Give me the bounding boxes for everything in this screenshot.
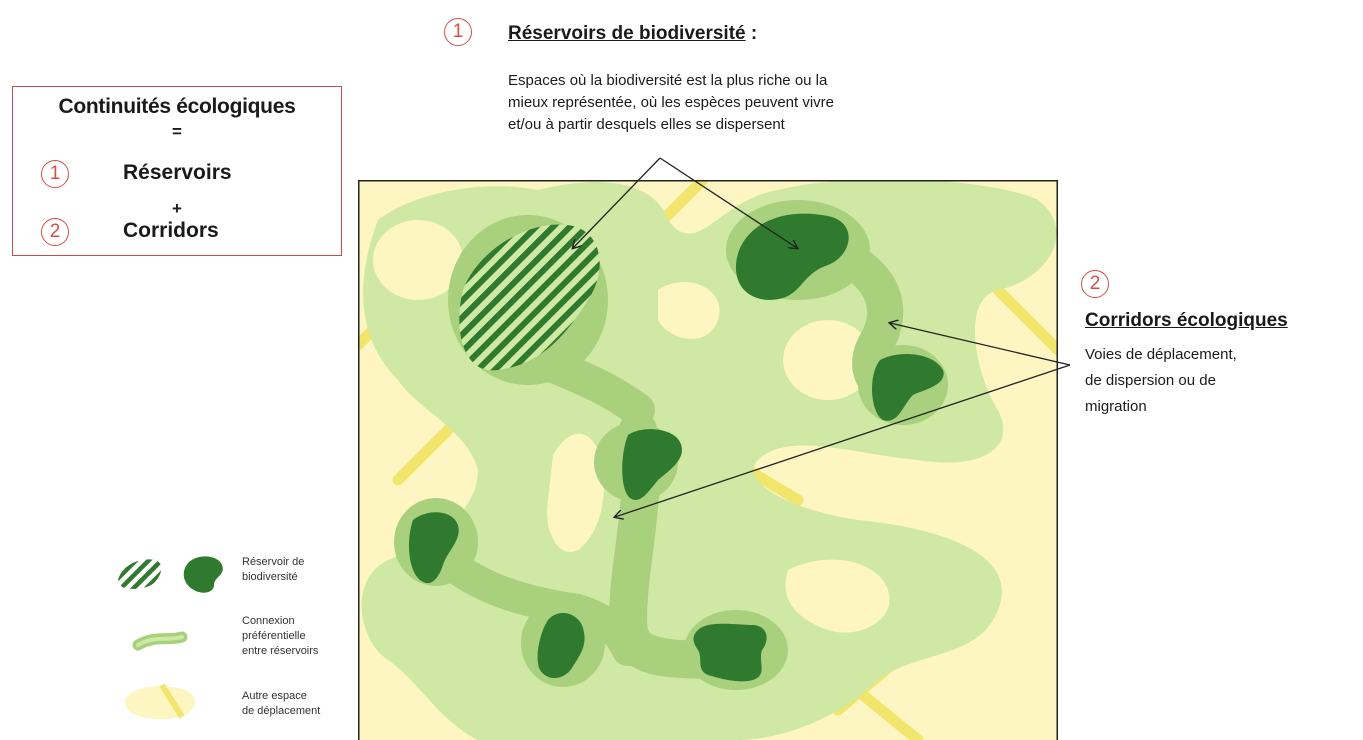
legend-line: Autre espace	[242, 690, 307, 702]
corridors-desc-line: Voies de déplacement,	[1085, 346, 1237, 363]
reservoir-patch	[735, 213, 849, 300]
reservoir-patch	[408, 512, 459, 584]
reservoirs-desc-line: mieux représentée, où les espèces peuven…	[508, 94, 835, 111]
arrow-to-corridor-top	[890, 323, 1071, 366]
summary-reservoirs-label: Réservoirs	[123, 161, 232, 184]
legend-line: entre réservoirs	[242, 645, 319, 657]
reservoir-patch	[622, 429, 682, 500]
reservoirs-desc-line: Espaces où la biodiversité est la plus r…	[508, 72, 828, 89]
arrow-to-corridor-center	[615, 364, 1071, 517]
legend-line: préférentielle	[242, 630, 306, 642]
reservoirs-desc-line: et/ou à partir desquels elles se dispers…	[508, 116, 785, 133]
summary-equals: =	[172, 122, 182, 141]
number-2-badge: 2	[41, 218, 69, 246]
legend-other-space-icon	[124, 686, 195, 720]
summary-plus: +	[172, 199, 182, 218]
summary-row-reservoirs: 1 Réservoirs	[41, 159, 301, 189]
corridors-desc-line: migration	[1085, 398, 1147, 415]
reservoirs-title-suffix: :	[745, 23, 758, 44]
number-1-badge: 1	[41, 160, 69, 188]
corridors-description: Voies de déplacement, de dispersion ou d…	[1085, 342, 1345, 420]
summary-row-corridors: 2 Corridors	[41, 217, 301, 247]
legend-reservoir-icon	[183, 556, 223, 593]
legend-connexion-label: Connexion préférentielle entre réservoir…	[242, 614, 318, 659]
legend-other-space-label: Autre espace de déplacement	[242, 689, 320, 719]
legend-corridor-icon-inner	[136, 635, 184, 647]
legend-other-space-stripe	[159, 683, 185, 719]
legend-reservoir-label: Réservoir de biodiversité	[242, 555, 304, 585]
biodiversity-reservoirs	[408, 213, 944, 682]
map-border	[358, 180, 1058, 740]
reservoir-patch	[693, 623, 767, 682]
reservoir-patch	[537, 613, 585, 679]
reservoirs-title-text: Réservoirs de biodiversité	[508, 23, 746, 44]
arrow-to-hatched-reservoir	[573, 157, 661, 248]
corridors-title: Corridors écologiques	[1085, 310, 1288, 331]
summary-title: Continuités écologiques	[58, 95, 296, 118]
cream-openings	[373, 220, 890, 633]
reservoirs-number-badge: 1	[444, 18, 472, 46]
reservoirs-title: Réservoirs de biodiversité :	[508, 23, 757, 45]
legend-hatched-icon	[118, 559, 162, 589]
hatched-reservoir	[459, 224, 600, 371]
legend-line: Réservoir de	[242, 556, 305, 568]
legend-line: biodiversité	[242, 571, 298, 583]
corridors-number-badge: 2	[1081, 270, 1109, 298]
arrow-to-reservoir-patch	[659, 157, 797, 248]
reservoir-patch	[872, 354, 944, 421]
reservoirs-description: Espaces où la biodiversité est la plus r…	[508, 70, 1008, 136]
legend-line: de déplacement	[242, 705, 321, 717]
legend-icons	[118, 556, 223, 720]
summary-box: Continuités écologiques = 1 Réservoirs +…	[12, 86, 342, 256]
corridors-desc-line: de dispersion ou de	[1085, 372, 1216, 389]
legend-line: Connexion	[242, 615, 295, 627]
summary-corridors-label: Corridors	[123, 219, 219, 242]
landscape-map	[358, 180, 1058, 740]
